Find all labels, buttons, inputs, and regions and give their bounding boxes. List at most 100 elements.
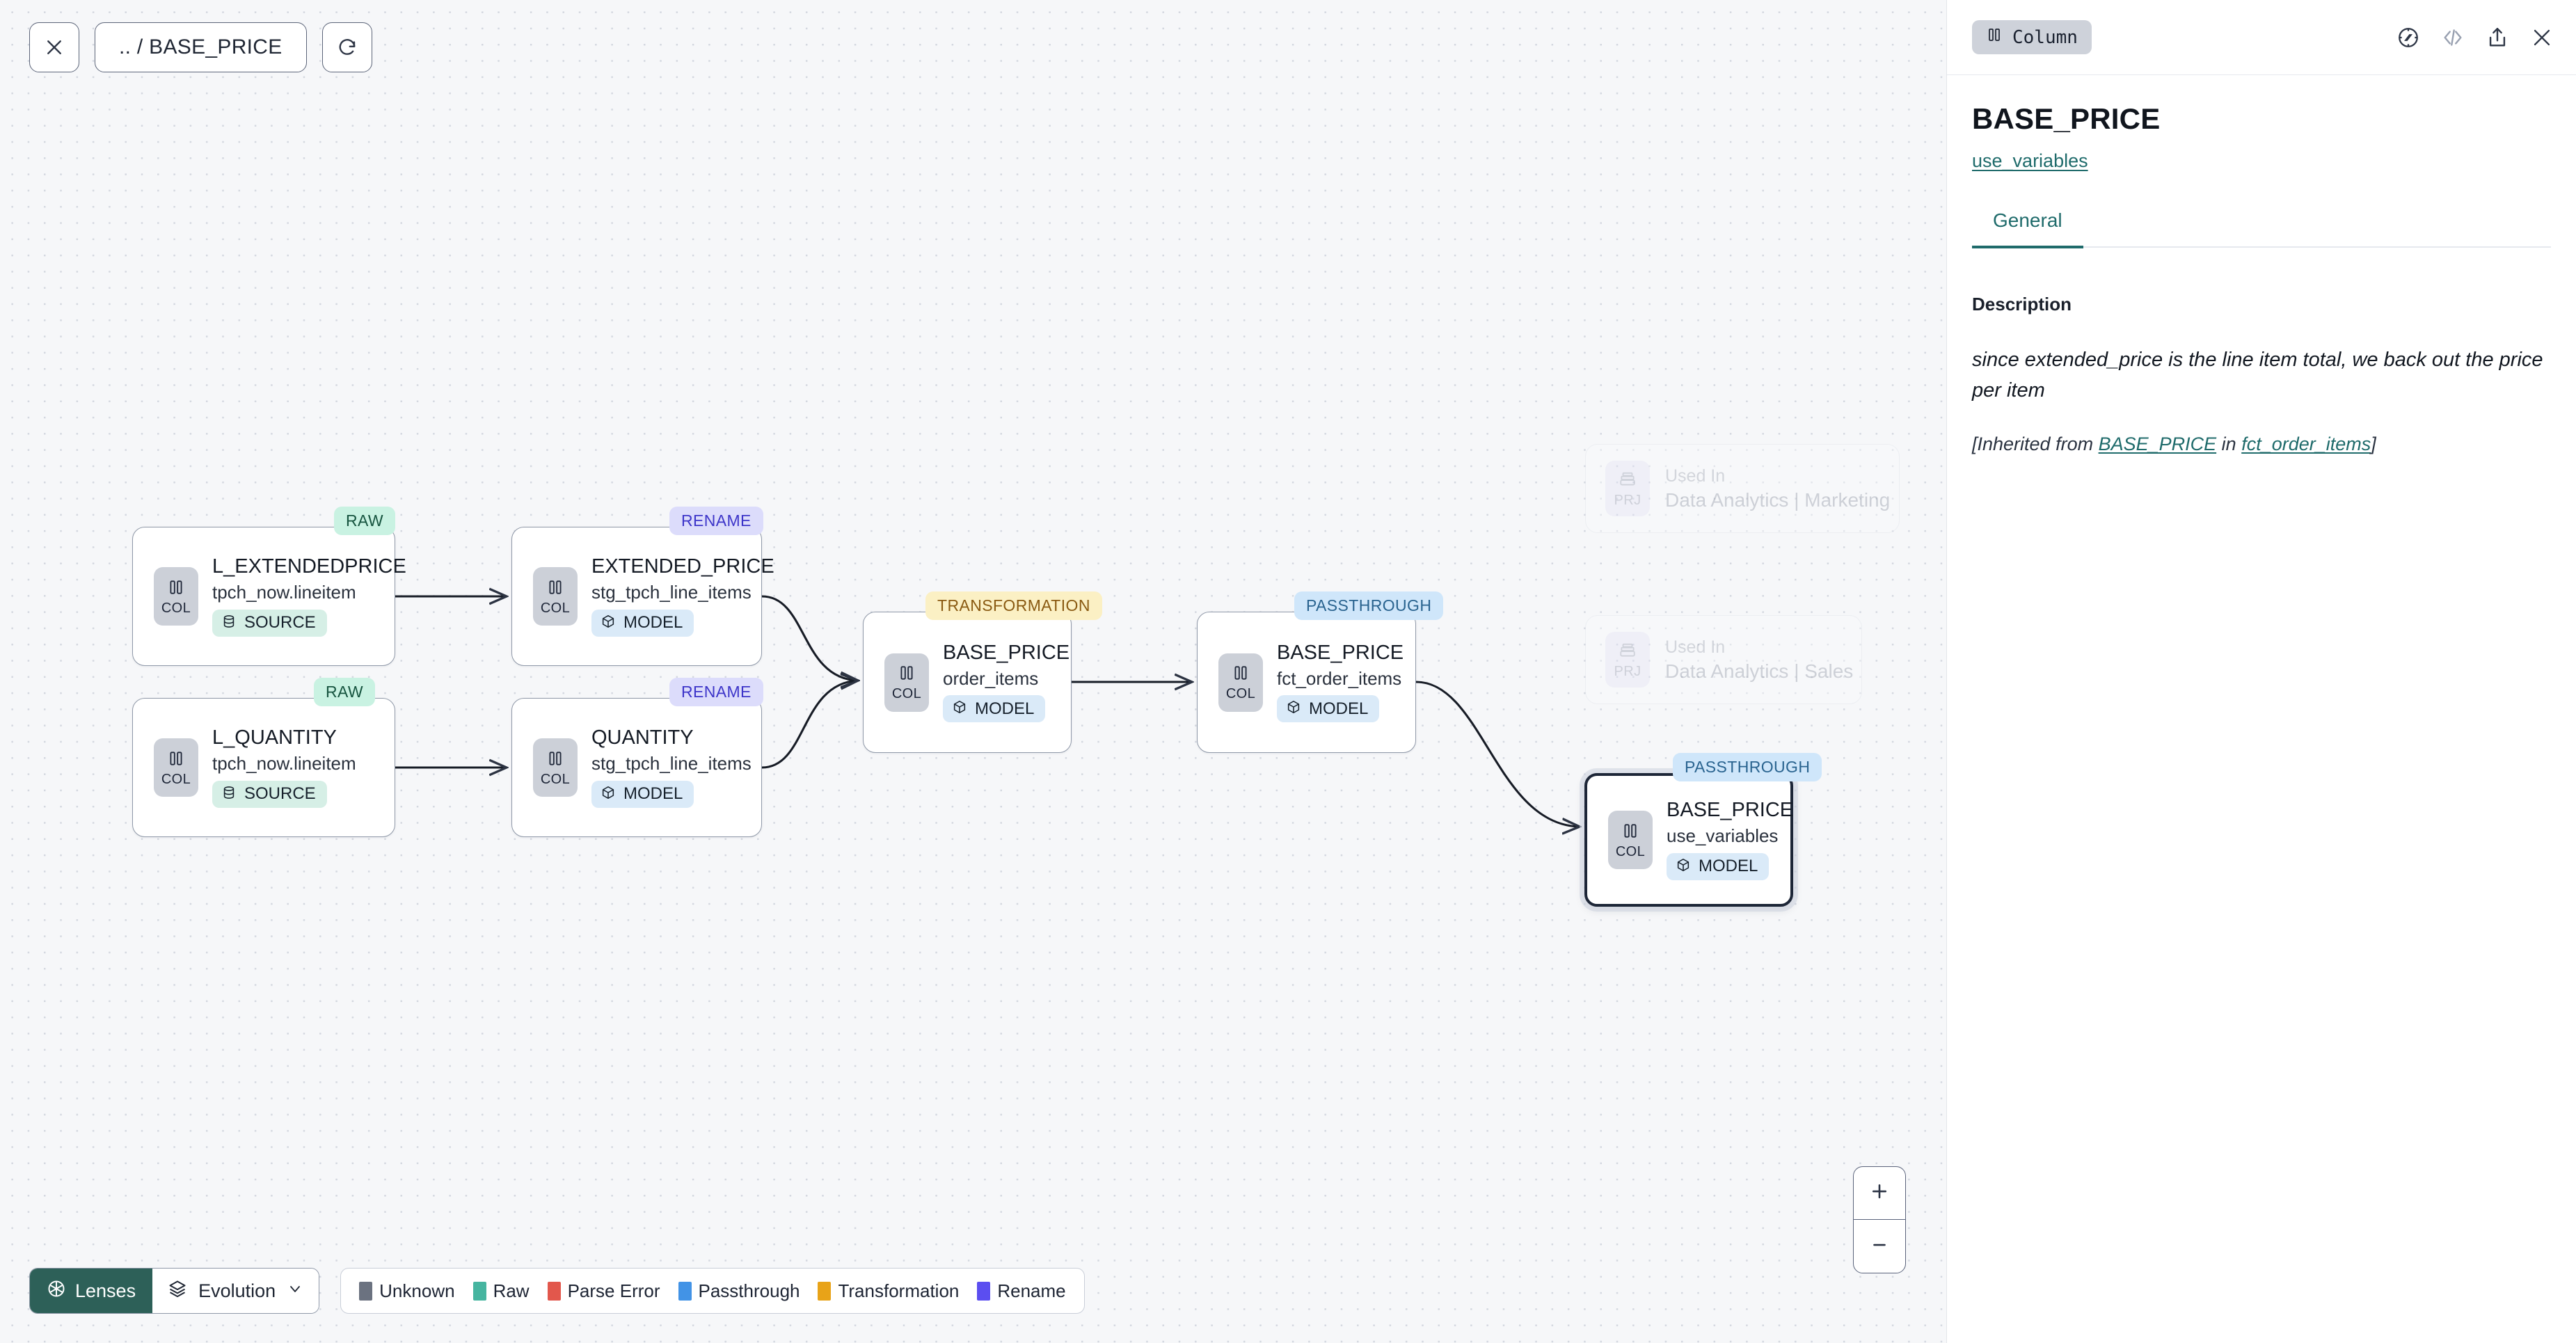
node-l-quantity[interactable]: COL L_QUANTITY tpch_now.lineitem SOURCE [132,698,395,837]
legend-item-passthrough[interactable]: Passthrough [678,1280,800,1302]
lineage-canvas[interactable]: .. / BASE_PRICE PRJ [0,0,1946,1343]
chevron-down-icon [287,1280,303,1302]
lens-badge-transformation: TRANSFORMATION [925,591,1102,620]
node-type-badge: MODEL [1667,852,1770,880]
close-button[interactable] [29,22,79,72]
inherited-model-link[interactable]: fct_order_items [2241,434,2371,455]
share-icon[interactable] [2486,26,2509,49]
node-subtitle: stg_tpch_line_items [591,582,752,603]
node-title: BASE_PRICE [1277,641,1404,664]
breadcrumb-button[interactable]: .. / BASE_PRICE [95,22,307,72]
legend-label: Transformation [838,1280,960,1301]
project-chip-label: PRJ [1614,663,1641,679]
column-icon [546,749,564,771]
node-type-label: MODEL [623,613,683,633]
zoom-out-button[interactable] [1854,1220,1905,1273]
node-type-label: MODEL [1309,699,1369,718]
inherited-prefix: [Inherited from [1972,434,2099,455]
node-subtitle: tpch_now.lineitem [212,582,356,603]
project-chip: PRJ [1605,632,1650,688]
legend-label: Passthrough [698,1280,800,1301]
legend-item-parse-error[interactable]: Parse Error [547,1280,660,1302]
node-subtitle: tpch_now.lineitem [212,753,356,774]
column-icon [546,578,564,600]
legend-label: Unknown [379,1280,455,1301]
lens-badge-rename: RENAME [669,507,763,535]
database-icon [221,785,237,804]
legend-item-raw[interactable]: Raw [472,1280,530,1302]
legend-swatch [818,1281,832,1301]
database-icon [221,614,237,633]
node-subtitle: order_items [943,667,1039,689]
lens-legend: Unknown Raw Parse Error Passthrough Tran… [340,1268,1085,1314]
parent-model-link[interactable]: use_variables [1972,150,2088,172]
evolution-dropdown[interactable]: Evolution [152,1269,319,1313]
close-icon [44,37,65,58]
legend-item-rename[interactable]: Rename [977,1280,1066,1302]
column-chip: COL [154,567,198,626]
panel-header-actions [2396,26,2554,49]
node-type-badge: MODEL [591,609,694,637]
column-icon [1232,664,1250,685]
node-type-label: MODEL [975,699,1035,718]
node-title: L_QUANTITY [212,726,337,749]
node-type-badge: SOURCE [212,780,327,808]
entity-kind-badge: Column [1972,20,2092,54]
refresh-icon [337,37,358,58]
node-base-price-use-variables[interactable]: COL BASE_PRICE use_variables MODEL [1584,773,1793,907]
node-title: BASE_PRICE [943,641,1070,664]
legend-item-unknown[interactable]: Unknown [359,1280,455,1302]
column-icon [898,664,916,685]
tab-general[interactable]: General [1972,209,2083,249]
node-quantity[interactable]: COL QUANTITY stg_tpch_line_items MODEL [511,698,762,837]
node-type-label: SOURCE [244,784,316,804]
code-icon[interactable] [2441,26,2465,49]
lens-badge-raw: RAW [334,507,396,535]
compass-icon[interactable] [2396,26,2420,49]
legend-label: Raw [493,1280,530,1301]
details-panel-header: Column [1947,0,2576,75]
node-type-badge: SOURCE [212,609,327,637]
node-extended-price[interactable]: COL EXTENDED_PRICE stg_tpch_line_items M… [511,527,774,666]
lens-badge-raw: RAW [314,678,376,706]
page-title: BASE_PRICE [1972,102,2161,135]
used-in-card-sales[interactable]: PRJ Used In Data Analytics | Sales [1585,615,1862,704]
column-chip-label: COL [1225,686,1256,701]
lens-badge-rename: RENAME [669,678,763,706]
node-title: QUANTITY [591,726,694,749]
lenses-button[interactable]: Lenses [30,1269,153,1313]
aperture-icon [47,1279,66,1303]
legend-item-transformation[interactable]: Transformation [818,1280,959,1302]
project-icon [1619,642,1637,663]
plus-icon [1869,1181,1890,1205]
close-icon[interactable] [2530,26,2554,49]
cube-icon [1286,699,1301,718]
cube-icon [601,785,616,804]
node-base-price-order-items[interactable]: COL BASE_PRICE order_items MODEL [863,612,1072,753]
node-subtitle: stg_tpch_line_items [591,753,752,774]
node-type-label: MODEL [623,784,683,804]
cube-icon [601,614,616,633]
inherited-column-link[interactable]: BASE_PRICE [2098,434,2217,455]
inherited-middle: in [2216,434,2242,455]
lenses-control-group: Lenses Evolution [29,1268,320,1314]
zoom-in-button[interactable] [1854,1167,1905,1220]
column-chip: COL [884,653,929,712]
legend-label: Parse Error [567,1280,660,1301]
description-inherited-note: [Inherited from BASE_PRICE in fct_order_… [1972,431,2551,458]
evolution-label: Evolution [198,1280,276,1301]
refresh-button[interactable] [321,22,372,72]
column-icon [167,749,185,771]
breadcrumb: .. / BASE_PRICE [119,35,283,58]
node-base-price-fct-order-items[interactable]: COL BASE_PRICE fct_order_items MODEL [1197,612,1416,753]
legend-swatch [547,1281,561,1301]
minus-icon [1869,1234,1890,1259]
description-text: since extended_price is the line item to… [1972,349,2543,402]
description-heading: Description [1972,294,2072,315]
node-title: L_EXTENDEDPRICE [212,555,406,578]
node-l-extendedprice[interactable]: COL L_EXTENDEDPRICE tpch_now.lineitem SO… [132,527,406,666]
legend-swatch [678,1281,692,1301]
used-in-card-marketing[interactable]: PRJ Used In Data Analytics | Marketing [1585,444,1900,533]
node-title: EXTENDED_PRICE [591,555,774,578]
